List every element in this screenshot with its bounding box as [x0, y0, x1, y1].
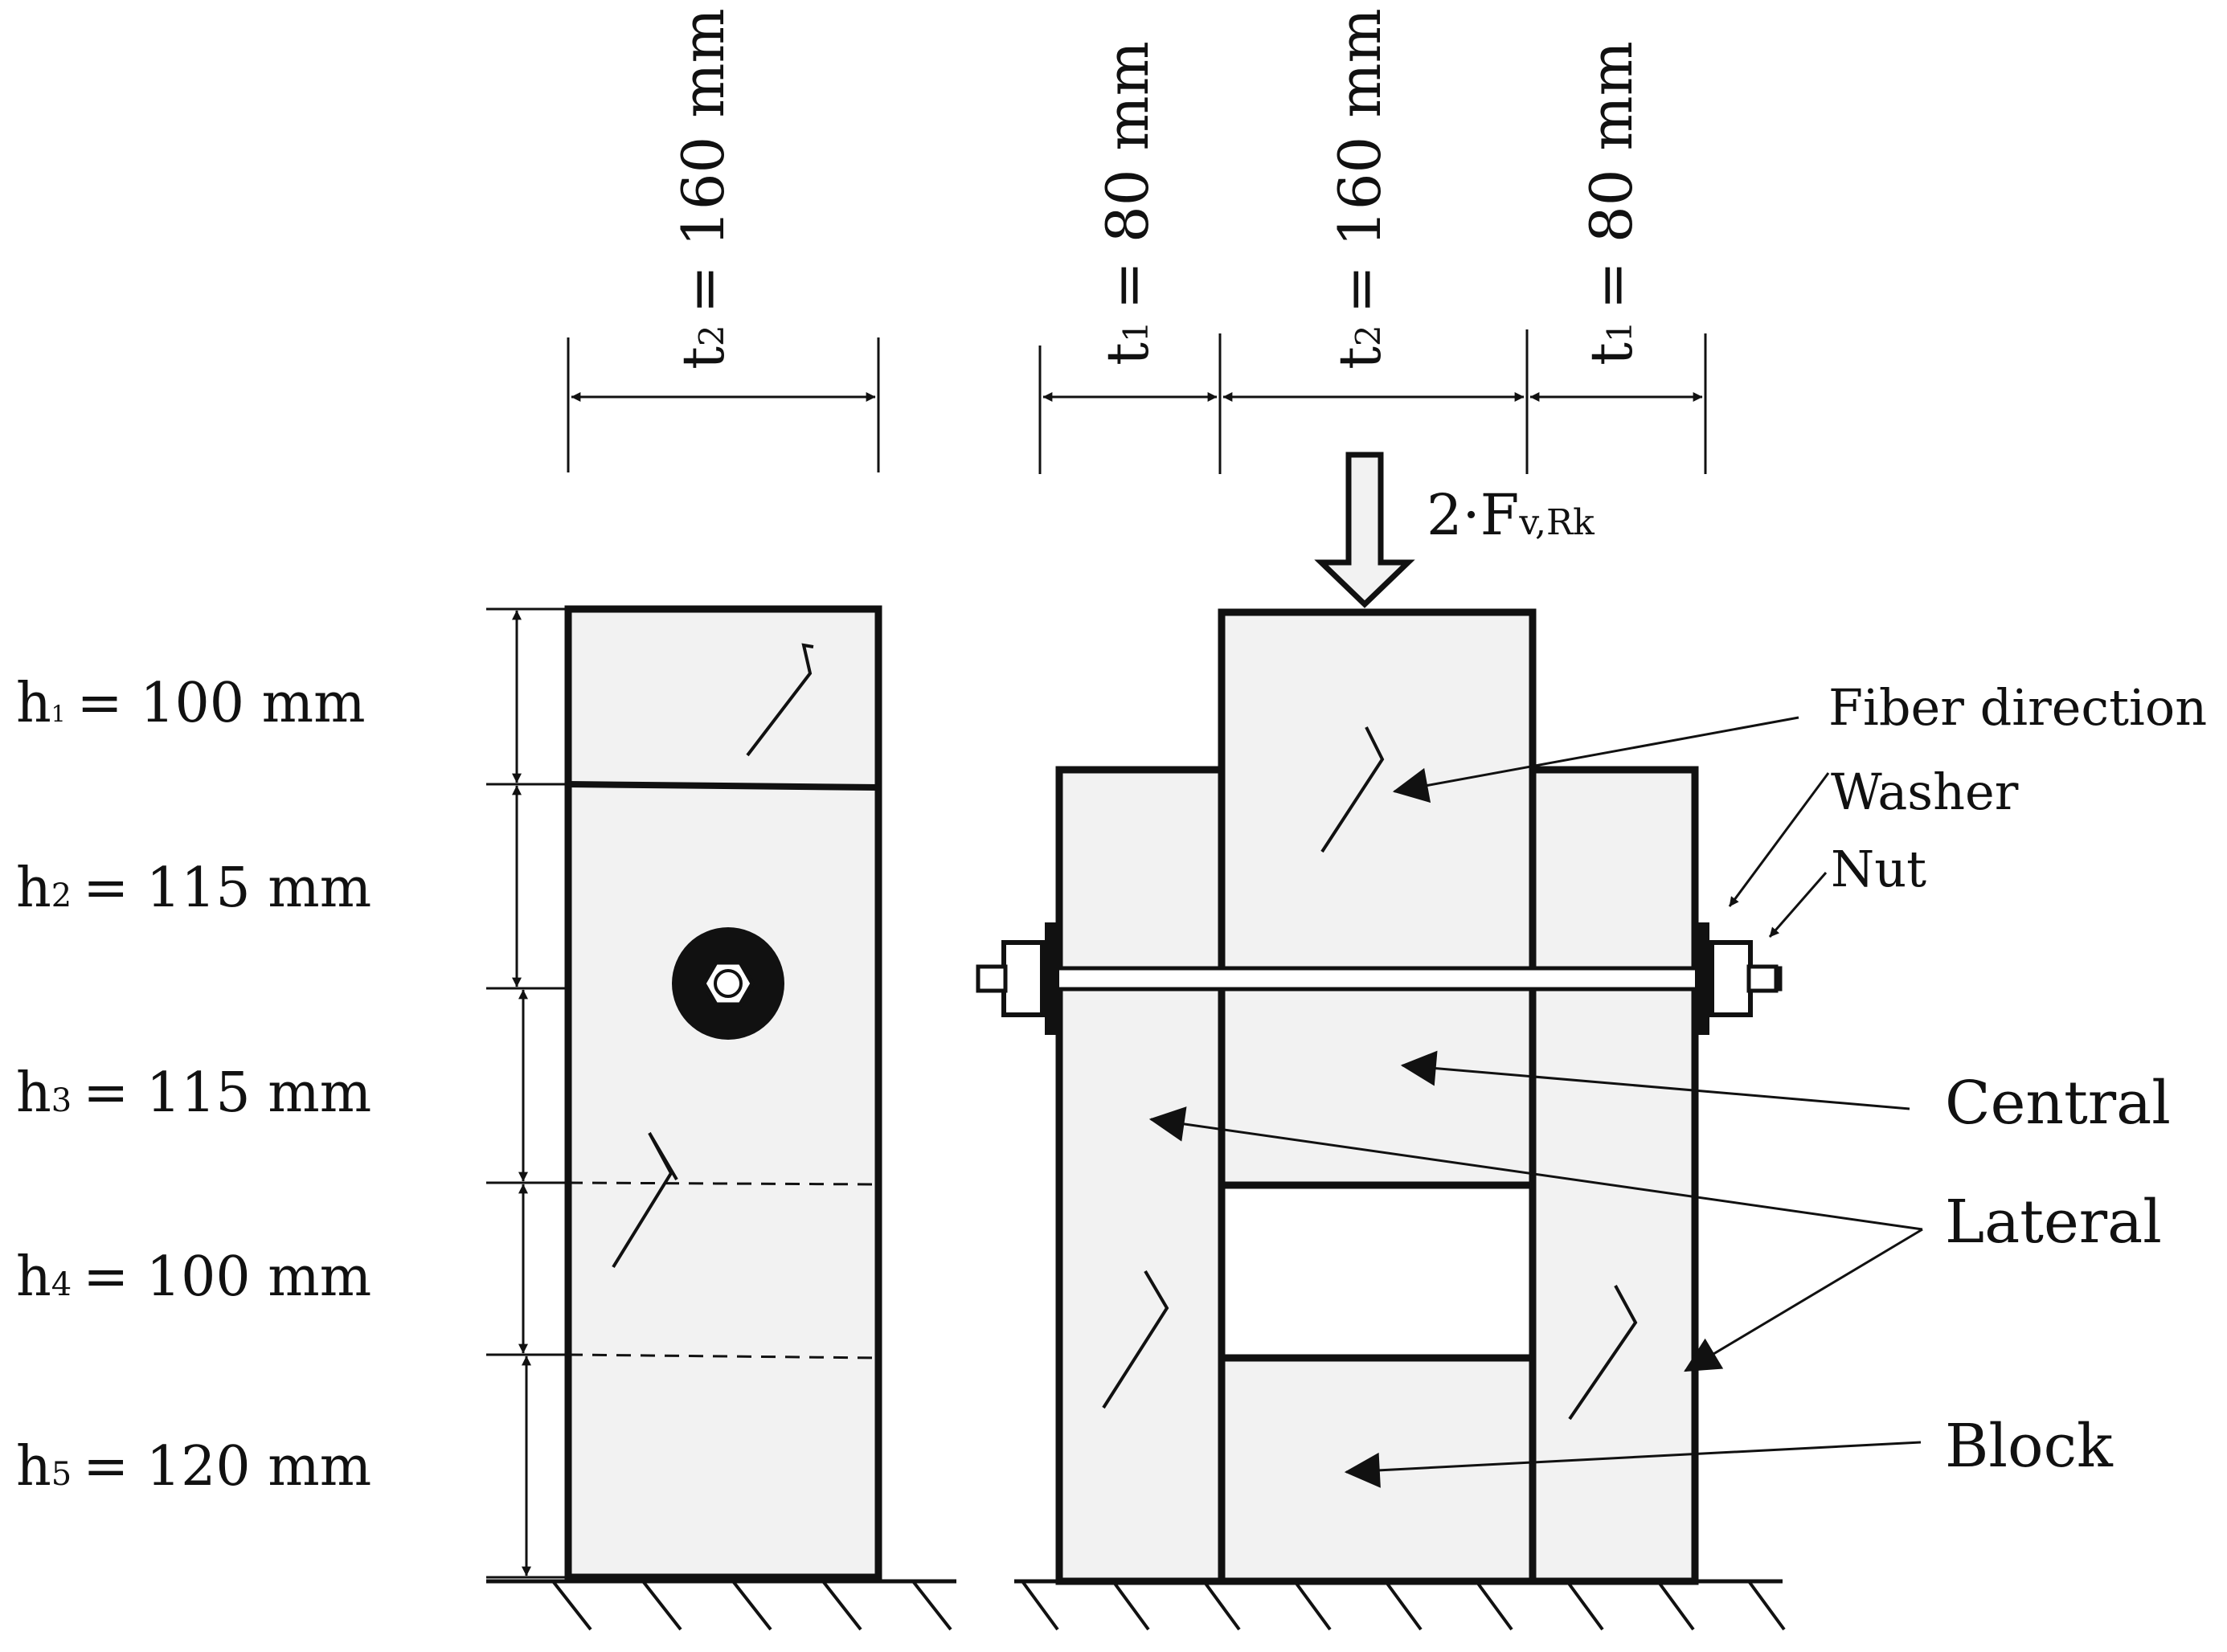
leader-block — [1344, 1441, 1922, 1488]
top-block-divider — [567, 781, 879, 791]
leader-central — [1400, 1050, 1910, 1110]
load-arrow — [1314, 452, 1415, 608]
width-label-t2-center: t2= 160 mm — [1326, 8, 1394, 370]
callout-labels: Fiber direction Washer Nut Central Later… — [1828, 678, 2207, 1481]
callout-leaders — [1148, 716, 1923, 1488]
callout-central: Central — [1945, 1069, 2171, 1138]
leader-lateral-left — [1148, 1106, 1923, 1231]
leader-nut — [1768, 872, 1828, 938]
height-label-h1: h1= 100 mm — [16, 672, 366, 735]
nut-right — [1709, 940, 1753, 1017]
lateral-member-right — [1529, 766, 1699, 1585]
bolt-end-right — [1746, 964, 1779, 993]
front-view — [976, 608, 1783, 1585]
gap-between-central-and-block — [1218, 1181, 1537, 1362]
load-label: 2·Fv,Rk — [1427, 482, 1595, 548]
fiber-symbol — [1102, 1270, 1169, 1409]
fiber-symbol — [746, 643, 814, 757]
fiber-symbol — [612, 1131, 678, 1269]
callout-fiber-direction: Fiber direction — [1828, 678, 2207, 737]
washer-left — [1045, 922, 1059, 1035]
nut-left — [1001, 940, 1045, 1017]
height-label-h2: h2= 115 mm — [16, 857, 371, 920]
washer-right — [1695, 922, 1709, 1035]
ground-support-left — [486, 1579, 956, 1631]
bolt-icon — [714, 969, 743, 998]
bolt-rod — [978, 966, 1783, 992]
height-label-h5: h5= 120 mm — [16, 1435, 371, 1499]
callout-lateral: Lateral — [1945, 1188, 2162, 1257]
width-label-left-t2: t2= 160 mm — [669, 8, 737, 370]
leader-fiber-direction — [1392, 716, 1799, 804]
height-dimensions — [486, 607, 568, 1579]
callout-washer: Washer — [1831, 763, 2019, 821]
dashed-line-lower — [567, 1353, 879, 1360]
callout-block: Block — [1945, 1412, 2114, 1481]
width-dimensions-right — [1038, 329, 1707, 474]
leader-washer — [1728, 772, 1830, 907]
bolt-end-left — [976, 964, 1008, 993]
lateral-member-left — [1055, 766, 1226, 1585]
ground-support-right — [1014, 1579, 1786, 1631]
dashed-line-upper — [567, 1181, 879, 1186]
side-view — [564, 605, 882, 1581]
fiber-symbol — [1568, 1285, 1638, 1421]
central-member — [1218, 608, 1537, 1189]
width-label-t1-right: t1= 80 mm — [1578, 41, 1645, 366]
fiber-symbol — [1320, 726, 1385, 853]
width-label-t1-left: t1= 80 mm — [1094, 41, 1161, 366]
height-label-h4: h4= 100 mm — [16, 1245, 371, 1309]
width-dimension-left — [567, 337, 880, 472]
leader-lateral-right — [1684, 1228, 1923, 1372]
height-label-h3: h3= 115 mm — [16, 1061, 371, 1125]
height-labels: h1= 100 mm h2= 115 mm h3= 115 mm h4= 100… — [16, 672, 371, 1499]
side-view-body — [564, 605, 882, 1581]
callout-nut: Nut — [1831, 840, 1926, 898]
